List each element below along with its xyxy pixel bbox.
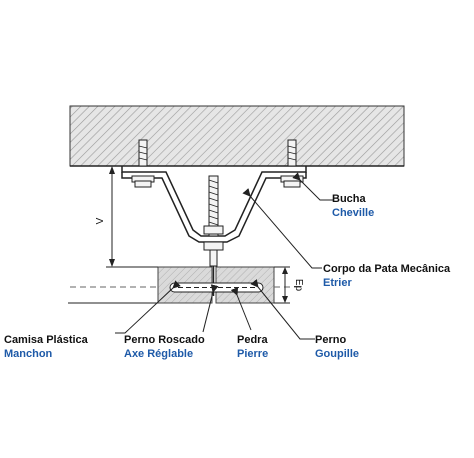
leader-perno xyxy=(250,279,315,340)
bucha-label-pt: Bucha xyxy=(332,193,367,205)
bucha-label-fr: Cheville xyxy=(332,207,374,219)
perno-roscado-label-fr: Axe Réglable xyxy=(124,348,193,360)
label-camisa: Camisa Plástica Manchon xyxy=(4,334,89,360)
stone-slabs xyxy=(157,266,275,304)
corpo-label-fr: Etrier xyxy=(323,277,352,289)
label-bucha: Bucha Cheville xyxy=(332,193,374,219)
ep-label: Ep xyxy=(293,279,304,292)
leader-bucha xyxy=(292,172,333,201)
ep-dimension: Ep xyxy=(282,267,304,303)
left-anchor-bolt xyxy=(131,139,155,188)
leader-corpo xyxy=(242,188,322,269)
corpo-label-pt: Corpo da Pata Mecânica xyxy=(323,263,451,275)
v-label: V xyxy=(95,217,106,224)
perno-label-pt: Perno xyxy=(315,334,346,346)
camisa-label-pt: Camisa Plástica xyxy=(4,334,89,346)
camisa-label-fr: Manchon xyxy=(4,348,53,360)
leader-pedra xyxy=(230,287,252,331)
ceiling-slab xyxy=(69,105,405,167)
label-corpo: Corpo da Pata Mecânica Etrier xyxy=(323,263,451,289)
label-perno-roscado: Perno Roscado Axe Réglable xyxy=(124,334,205,360)
label-perno: Perno Goupille xyxy=(315,334,359,360)
leader-lines xyxy=(115,172,333,340)
right-anchor-bolt xyxy=(280,139,304,188)
leader-camisa xyxy=(115,280,181,334)
perno-label-fr: Goupille xyxy=(315,348,359,360)
v-dimension: V xyxy=(95,166,115,267)
label-pedra: Pedra Pierre xyxy=(237,334,268,360)
pedra-label-fr: Pierre xyxy=(237,348,268,360)
perno-roscado-label-pt: Perno Roscado xyxy=(124,334,205,346)
pedra-label-pt: Pedra xyxy=(237,334,268,346)
leader-perno-roscado xyxy=(202,284,219,333)
